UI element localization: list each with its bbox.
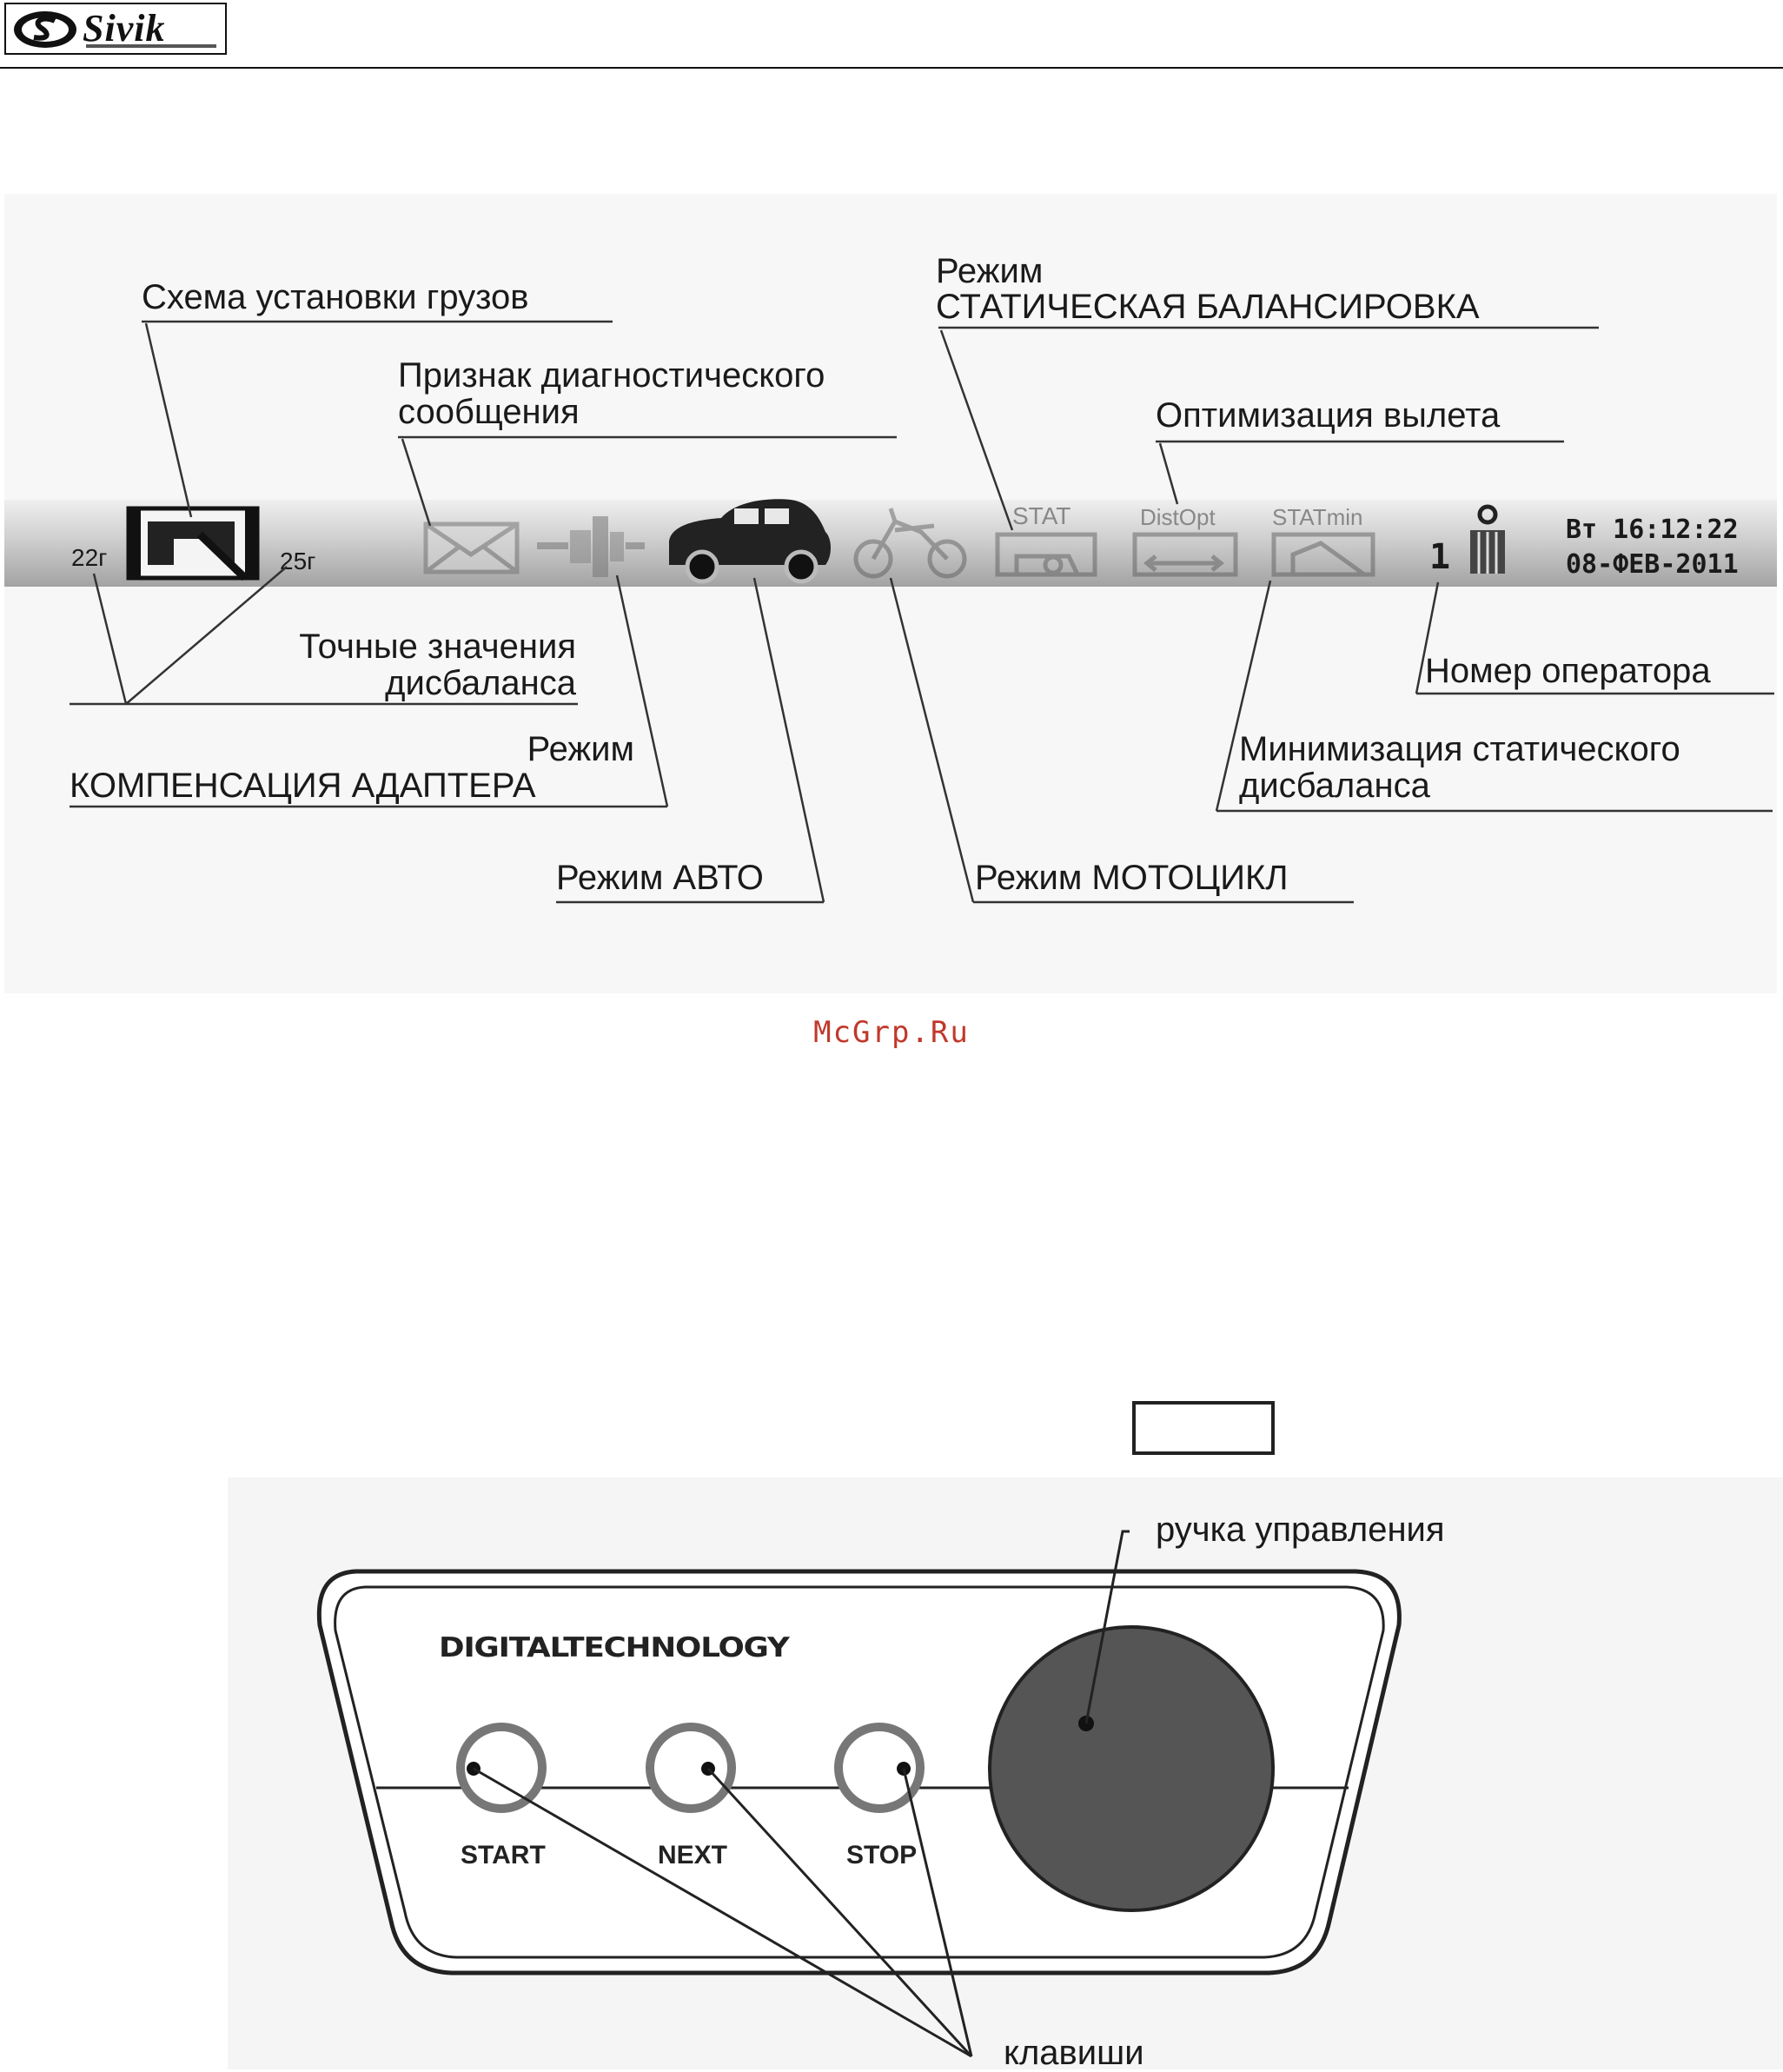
callout-adapter-line2: КОМПЕНСАЦИЯ АДАПТЕРА bbox=[70, 767, 536, 805]
callout-min-static-line1: Минимизация статического bbox=[1239, 730, 1680, 768]
weights-scheme-icon bbox=[126, 506, 260, 581]
sivik-logo-icon bbox=[14, 11, 76, 48]
envelope-icon bbox=[423, 521, 520, 574]
knob-label: ручка управления bbox=[1156, 1511, 1445, 1549]
callout-weights-scheme: Схема установки грузов bbox=[142, 278, 529, 316]
distopt-icon-label: DistOpt bbox=[1140, 504, 1216, 530]
callout-moto-mode: Режим МОТОЦИКЛ bbox=[975, 859, 1289, 897]
operator-number: 1 bbox=[1429, 537, 1451, 577]
start-button bbox=[456, 1723, 547, 1813]
logo-tagline bbox=[86, 44, 216, 48]
callout-exact-values-line1: Точные значения bbox=[299, 628, 576, 666]
panel-brand: DIGITALTECHNOLOGY bbox=[439, 1632, 790, 1664]
logo-text: Sivik bbox=[83, 7, 166, 50]
callout-adapter-line1: Режим bbox=[527, 730, 634, 768]
brand-logo: Sivik bbox=[4, 3, 227, 55]
callout-exact-values-line2: дисбаланса bbox=[385, 664, 576, 702]
status-date: 08-ФЕВ-2011 bbox=[1566, 549, 1739, 580]
stop-button bbox=[834, 1723, 925, 1813]
watermark: McGrp.Ru bbox=[813, 1015, 970, 1050]
callout-auto-mode: Режим АВТО bbox=[556, 859, 764, 897]
next-button-label: NEXT bbox=[658, 1841, 728, 1869]
weight-left-value: 22г bbox=[71, 544, 108, 571]
stat-icon-label: STAT bbox=[1012, 502, 1071, 529]
callout-operator-number: Номер оператора bbox=[1425, 652, 1711, 690]
car-icon bbox=[669, 499, 831, 584]
callout-diagnostic-line2: сообщения bbox=[398, 393, 580, 431]
empty-frame bbox=[1132, 1401, 1275, 1455]
status-time: Вт 16:12:22 bbox=[1566, 515, 1739, 545]
control-knob bbox=[988, 1625, 1275, 1912]
callout-offset-optimization: Оптимизация вылета bbox=[1156, 396, 1501, 435]
next-button bbox=[646, 1723, 736, 1813]
weight-right-value: 25г bbox=[280, 548, 316, 574]
stat-icon bbox=[995, 532, 1097, 577]
statmin-icon-label: STATmin bbox=[1272, 504, 1363, 530]
callout-static-mode-line1: Режим bbox=[936, 252, 1044, 290]
stop-button-label: STOP bbox=[846, 1841, 918, 1869]
callout-min-static-line2: дисбаланса bbox=[1239, 767, 1430, 805]
header-rule bbox=[0, 67, 1783, 69]
keys-label: клавиши bbox=[1004, 2034, 1144, 2072]
distopt-icon bbox=[1132, 532, 1238, 577]
callout-static-mode-line2: СТАТИЧЕСКАЯ БАЛАНСИРОВКА bbox=[936, 288, 1480, 326]
motorcycle-icon bbox=[853, 508, 967, 579]
start-button-label: START bbox=[461, 1841, 546, 1869]
statmin-icon bbox=[1271, 532, 1375, 577]
adapter-icon bbox=[537, 516, 645, 577]
callout-diagnostic-line1: Признак диагностического bbox=[398, 356, 825, 395]
operator-icon bbox=[1470, 504, 1505, 574]
